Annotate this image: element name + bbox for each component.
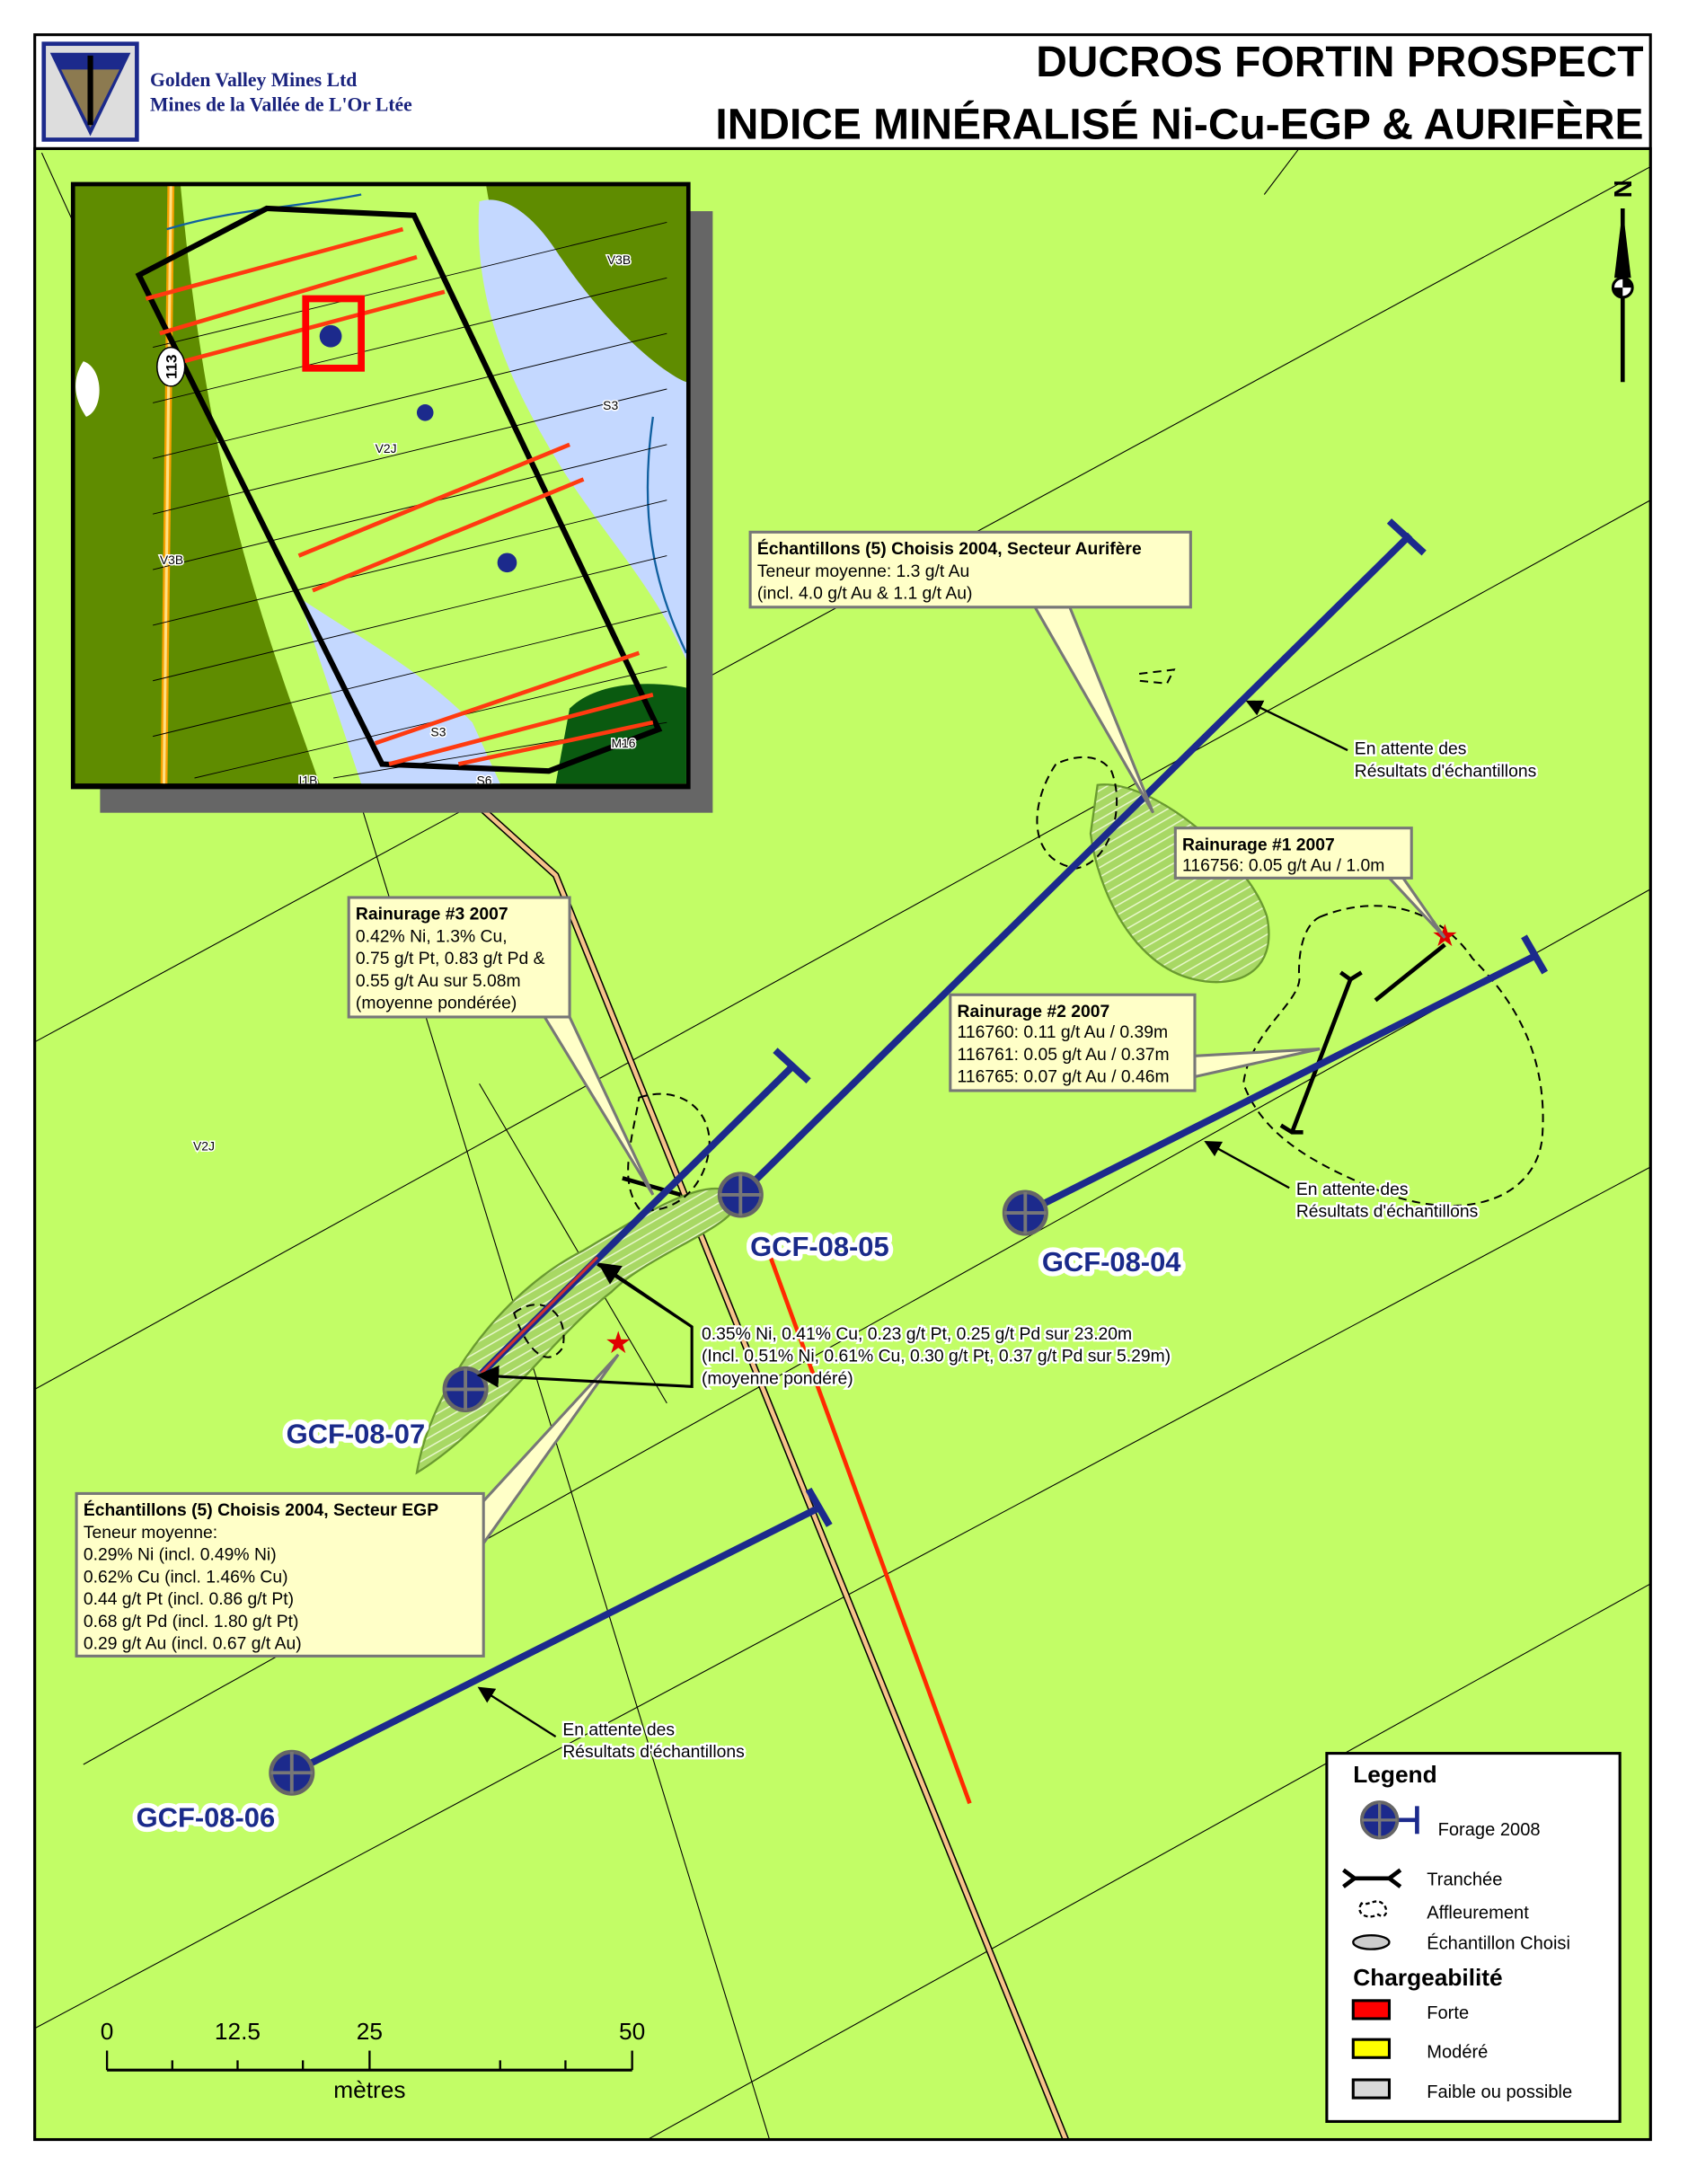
svg-text:116761: 0.05 g/t Au / 0.37m: 116761: 0.05 g/t Au / 0.37m <box>958 1046 1170 1065</box>
pending-note-gcf-08-04: En attente des Résultats d'échantillons <box>1204 1141 1480 1224</box>
svg-text:Échantillons (5) Choisis 2004,: Échantillons (5) Choisis 2004, Secteur E… <box>84 1499 438 1520</box>
svg-text:S3: S3 <box>603 398 618 412</box>
company-name-en: Golden Valley Mines Ltd <box>150 69 357 91</box>
svg-text:Faible ou possible: Faible ou possible <box>1427 2082 1572 2102</box>
company-logo <box>41 41 139 142</box>
svg-text:0.62% Cu (incl. 1.46% Cu): 0.62% Cu (incl. 1.46% Cu) <box>84 1568 288 1587</box>
svg-text:25: 25 <box>357 2018 383 2045</box>
svg-text:0.29 g/t Au (incl. 0.67 g/t Au: 0.29 g/t Au (incl. 0.67 g/t Au) <box>84 1635 302 1654</box>
svg-text:0.75 g/t Pt, 0.83 g/t Pd &: 0.75 g/t Pt, 0.83 g/t Pd & <box>356 950 545 968</box>
drill-label-gcf-08-04: GCF-08-04 <box>1042 1246 1181 1278</box>
legend: Legend Forage 2008 Tranchée Affleurement… <box>1325 1752 1622 2123</box>
svg-text:mètres: mètres <box>333 2076 405 2103</box>
scale-bar: 0 12.5 25 50 mètres <box>101 2018 645 2103</box>
svg-text:0: 0 <box>101 2018 114 2045</box>
svg-text:0.44 g/t Pt (incl. 0.86 g/t Pt: 0.44 g/t Pt (incl. 0.86 g/t Pt) <box>84 1590 294 1609</box>
svg-text:S3: S3 <box>430 725 446 739</box>
pending-note-gcf-08-06: En attente des Résultats d'échantillons <box>477 1686 747 1764</box>
svg-text:V3B: V3B <box>607 252 631 267</box>
svg-text:0.42% Ni, 1.3% Cu,: 0.42% Ni, 1.3% Cu, <box>356 927 508 946</box>
drill-hole-icon <box>1359 1800 1419 1840</box>
svg-text:Rainurage #1 2007: Rainurage #1 2007 <box>1182 836 1335 854</box>
inset-road-number: 113 <box>163 355 180 379</box>
title-line-2: INDICE MINÉRALISÉ Ni-Cu-EGP & AURIFÈRE <box>715 101 1643 149</box>
svg-text:Résultats d'échantillons: Résultats d'échantillons <box>562 1743 744 1762</box>
svg-text:116756: 0.05 g/t Au / 1.0m: 116756: 0.05 g/t Au / 1.0m <box>1182 857 1384 876</box>
svg-text:12.5: 12.5 <box>215 2018 261 2045</box>
north-arrow: N <box>1609 180 1637 383</box>
drill-label-gcf-08-05: GCF-08-05 <box>750 1231 889 1262</box>
svg-text:Rainurage #2 2007: Rainurage #2 2007 <box>958 1003 1110 1021</box>
svg-text:Échantillons (5) Choisis 2004,: Échantillons (5) Choisis 2004, Secteur A… <box>757 538 1142 559</box>
svg-text:0.29% Ni (incl. 0.49% Ni): 0.29% Ni (incl. 0.49% Ni) <box>84 1546 277 1565</box>
intersection-note: 0.35% Ni, 0.41% Cu, 0.23 g/t Pt, 0.25 g/… <box>476 1262 1172 1391</box>
svg-text:0.35% Ni, 0.41% Cu, 0.23 g/t P: 0.35% Ni, 0.41% Cu, 0.23 g/t Pt, 0.25 g/… <box>702 1325 1132 1344</box>
svg-text:0.55 g/t Au sur 5.08m: 0.55 g/t Au sur 5.08m <box>356 972 521 991</box>
callout-rainurage-3: Rainurage #3 2007 0.42% Ni, 1.3% Cu, 0.7… <box>347 896 571 1019</box>
chargeability-faible-swatch <box>1351 2078 1392 2100</box>
inset-map: 113 V3B S3 V2J V3B S3 I1B S6 M16 <box>70 181 713 813</box>
callout-aurifere: Échantillons (5) Choisis 2004, Secteur A… <box>748 530 1192 609</box>
outcrop-icon <box>1358 1900 1388 1918</box>
drill-label-gcf-08-07: GCF-08-07 <box>287 1419 426 1450</box>
trench-icon <box>1342 1868 1402 1888</box>
drill-hole-gcf-08-06[interactable] <box>271 1487 833 1794</box>
main-map: GCF-08-05 GCF-08-04 GCF-08-07 GCF-08-06 … <box>34 148 1651 2140</box>
svg-text:Forte: Forte <box>1427 2003 1469 2023</box>
svg-text:0.68 g/t Pd (incl. 1.80 g/t Pt: 0.68 g/t Pd (incl. 1.80 g/t Pt) <box>84 1613 299 1631</box>
grab-sample-area-aurifere[interactable] <box>1089 783 1270 984</box>
callout-rainurage-1: Rainurage #1 2007 116756: 0.05 g/t Au / … <box>1173 827 1413 880</box>
svg-text:(incl. 4.0 g/t Au & 1.1 g/t Au: (incl. 4.0 g/t Au & 1.1 g/t Au) <box>757 585 973 604</box>
svg-text:En attente des: En attente des <box>1355 740 1467 759</box>
geology-label: V2J <box>193 1138 215 1153</box>
chargeability-modere-swatch <box>1351 2038 1392 2059</box>
svg-text:Rainurage #3 2007: Rainurage #3 2007 <box>356 906 508 924</box>
chargeability-forte-swatch <box>1351 1999 1392 2020</box>
svg-text:S6: S6 <box>476 774 491 788</box>
svg-text:N: N <box>1609 180 1637 198</box>
company-name-fr: Mines de la Vallée de L'Or Ltée <box>150 94 412 116</box>
svg-text:I1B: I1B <box>299 774 318 788</box>
trenches <box>622 942 1446 1198</box>
drill-hole-gcf-08-05[interactable] <box>720 518 1427 1216</box>
svg-text:Chargeabilité: Chargeabilité <box>1353 1964 1502 1991</box>
svg-text:V3B: V3B <box>160 553 183 567</box>
inset-focus-box <box>302 295 365 372</box>
svg-text:50: 50 <box>619 2018 645 2045</box>
svg-text:Résultats d'échantillons: Résultats d'échantillons <box>1296 1203 1478 1222</box>
svg-text:(Incl. 0.51% Ni, 0.61% Cu, 0.3: (Incl. 0.51% Ni, 0.61% Cu, 0.30 g/t Pt, … <box>702 1348 1171 1366</box>
svg-text:116760: 0.11 g/t Au / 0.39m: 116760: 0.11 g/t Au / 0.39m <box>958 1023 1169 1042</box>
callout-rainurage-2: Rainurage #2 2007 116760: 0.11 g/t Au / … <box>949 993 1197 1092</box>
svg-text:V2J: V2J <box>376 441 397 455</box>
drill-label-gcf-08-06: GCF-08-06 <box>137 1802 276 1834</box>
svg-text:Affleurement: Affleurement <box>1427 1904 1529 1923</box>
header: Golden Valley Mines Ltd Mines de la Vall… <box>34 39 1651 151</box>
svg-text:Résultats d'échantillons: Résultats d'échantillons <box>1355 762 1536 781</box>
svg-text:Teneur moyenne:: Teneur moyenne: <box>84 1524 217 1543</box>
svg-text:En attente des: En attente des <box>562 1721 675 1740</box>
svg-text:Échantillon Choisi: Échantillon Choisi <box>1427 1933 1570 1954</box>
drill-hole-gcf-08-07[interactable] <box>445 1048 811 1410</box>
callout-egp: Échantillons (5) Choisis 2004, Secteur E… <box>75 1491 485 1658</box>
drill-hole-gcf-08-04[interactable] <box>1004 934 1549 1233</box>
title-line-1: DUCROS FORTIN PROSPECT <box>1036 39 1643 86</box>
svg-text:(moyenne pondéré): (moyenne pondéré) <box>702 1369 853 1388</box>
svg-text:Legend: Legend <box>1353 1761 1436 1788</box>
svg-text:Teneur moyenne: 1.3 g/t Au: Teneur moyenne: 1.3 g/t Au <box>757 562 969 581</box>
svg-text:116765: 0.07 g/t Au / 0.46m: 116765: 0.07 g/t Au / 0.46m <box>958 1068 1170 1087</box>
svg-text:Tranchée: Tranchée <box>1427 1870 1502 1890</box>
pending-note-gcf-08-05: En attente des Résultats d'échantillons <box>1245 700 1539 783</box>
grab-sample-icon <box>1352 1934 1391 1950</box>
svg-text:En attente des: En attente des <box>1296 1180 1409 1199</box>
svg-text:(moyenne pondérée): (moyenne pondérée) <box>356 995 517 1013</box>
outcrops <box>513 668 1544 1358</box>
chargeability-strong-segment <box>763 1242 972 1805</box>
svg-text:M16: M16 <box>611 736 635 750</box>
svg-text:Modéré: Modéré <box>1427 2042 1488 2062</box>
svg-text:Forage 2008: Forage 2008 <box>1438 1820 1541 1840</box>
